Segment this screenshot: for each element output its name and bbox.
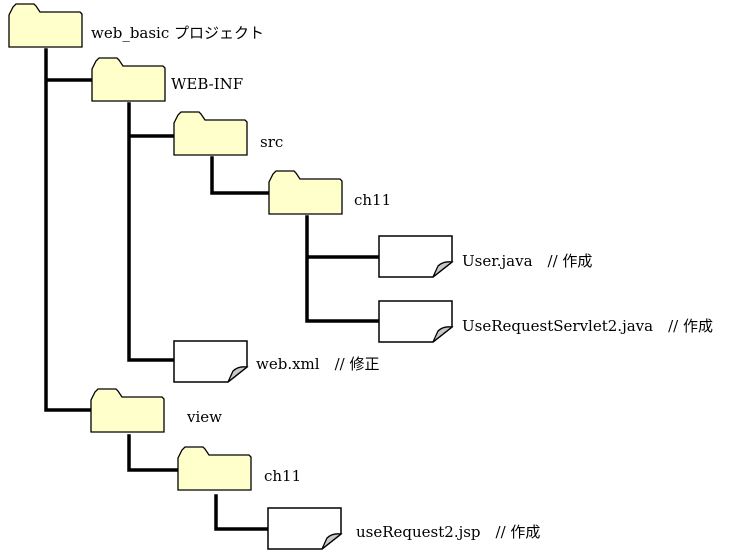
file-node-use-request-jsp: useRequest2.jsp // 作成 bbox=[267, 507, 540, 550]
node-label: src bbox=[260, 133, 283, 151]
tree-connectors bbox=[44, 48, 381, 531]
node-label: web_basic プロジェクト bbox=[91, 24, 264, 42]
connector-ch11-src bbox=[305, 215, 381, 323]
folder-icon bbox=[173, 111, 248, 156]
folder-node-web-basic: web_basic プロジェクト bbox=[8, 3, 264, 48]
folder-icon bbox=[90, 388, 165, 433]
connector-view bbox=[127, 434, 180, 472]
folder-icon bbox=[91, 57, 166, 102]
file-page-curl bbox=[321, 533, 343, 550]
folder-icon bbox=[8, 3, 83, 48]
folder-icon bbox=[177, 446, 252, 491]
file-page-curl bbox=[432, 326, 454, 343]
file-node-servlet-java: UseRequestServlet2.java // 作成 bbox=[378, 300, 713, 343]
node-label: useRequest2.jsp // 作成 bbox=[356, 523, 540, 541]
file-node-user-java: User.java // 作成 bbox=[378, 235, 592, 278]
node-label: web.xml // 修正 bbox=[256, 355, 379, 373]
connector-src bbox=[210, 156, 271, 195]
connector-web-inf bbox=[127, 102, 176, 362]
connector-ch11-view bbox=[214, 494, 270, 531]
folder-node-ch11-src: ch11 bbox=[268, 170, 391, 215]
folder-node-view: view bbox=[90, 388, 222, 433]
node-label: UseRequestServlet2.java // 作成 bbox=[462, 317, 713, 335]
file-page-curl bbox=[432, 261, 454, 278]
file-icon bbox=[267, 507, 343, 550]
folder-node-web-inf: WEB-INF bbox=[91, 57, 243, 102]
file-node-web-xml: web.xml // 修正 bbox=[173, 340, 379, 383]
node-label: ch11 bbox=[354, 191, 391, 209]
file-icon bbox=[378, 300, 454, 343]
file-icon bbox=[173, 340, 249, 383]
folder-icon bbox=[268, 170, 343, 215]
node-label: WEB-INF bbox=[171, 75, 243, 93]
node-label: User.java // 作成 bbox=[462, 252, 592, 270]
connector-root bbox=[44, 48, 94, 412]
file-icon bbox=[378, 235, 454, 278]
file-page-curl bbox=[227, 366, 249, 383]
node-label: view bbox=[186, 408, 222, 426]
folder-node-src: src bbox=[173, 111, 283, 156]
node-label: ch11 bbox=[264, 467, 301, 485]
folder-node-ch11-view: ch11 bbox=[177, 446, 301, 491]
